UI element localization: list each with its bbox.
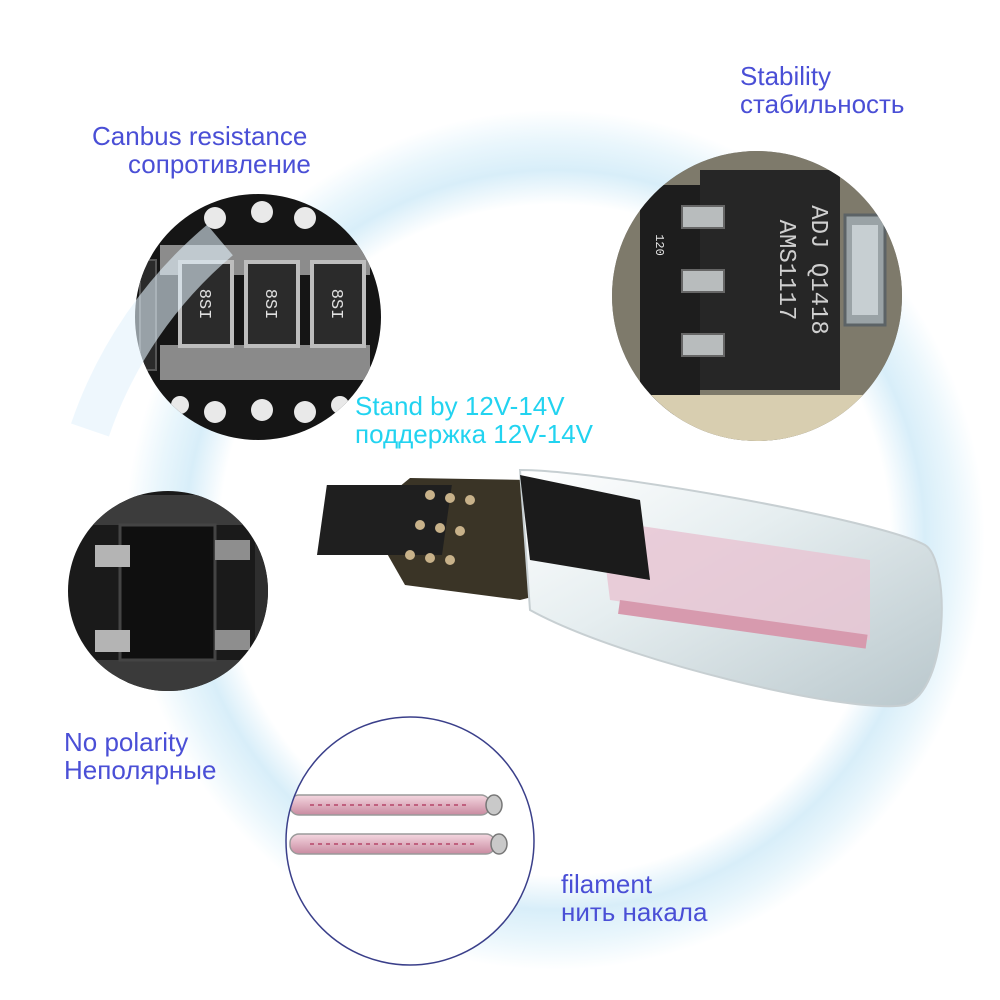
canbus-label-ru: сопротивление xyxy=(128,149,311,179)
standby-label: Stand by 12V-14V поддержка 12V-14V xyxy=(355,392,593,448)
regulator-marking-1: AMS1117 xyxy=(772,220,799,321)
filament-label-ru: нить накала xyxy=(561,897,708,927)
led-bulb xyxy=(316,468,943,708)
stability-label-en: Stability xyxy=(740,61,832,91)
stability-label-ru: стабильность xyxy=(740,89,905,119)
resistor-code-3: 8SI xyxy=(326,289,345,320)
filament-label: filament нить накала xyxy=(561,870,707,926)
stability-label: Stability стабильность xyxy=(740,62,904,118)
resistor-code-1: 8SI xyxy=(194,289,213,320)
filament-label-en: filament xyxy=(561,869,653,899)
resistor-code-2: 8SI xyxy=(260,289,279,320)
canbus-label: Canbus resistance сопротивление xyxy=(92,122,311,178)
decorative-arc xyxy=(71,224,234,437)
polarity-label: No polarity Неполярные xyxy=(64,728,216,784)
filament-zoom xyxy=(286,717,534,965)
canbus-resistor-zoom: 8SI 8SI 8SI xyxy=(135,194,381,440)
canbus-label-en: Canbus resistance xyxy=(92,121,308,151)
polarity-label-en: No polarity xyxy=(64,727,189,757)
board-code: 120 xyxy=(652,234,666,256)
standby-label-ru: поддержка 12V-14V xyxy=(355,419,593,449)
regulator-marking-2: ADJ Q1418 xyxy=(804,205,831,335)
standby-label-en: Stand by 12V-14V xyxy=(355,391,565,421)
polarity-label-ru: Неполярные xyxy=(64,755,217,785)
filament-zoom-border xyxy=(285,716,535,966)
